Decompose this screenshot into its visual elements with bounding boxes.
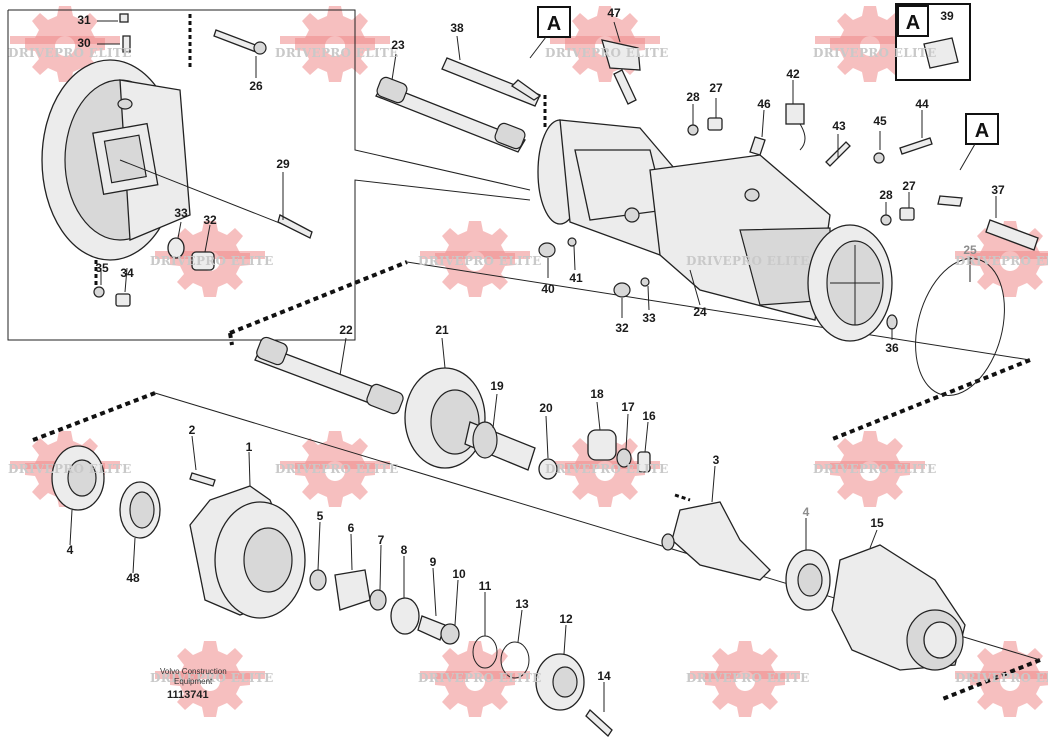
callout-26: 26 <box>249 79 263 93</box>
callout-12: 12 <box>559 612 573 626</box>
callout-14: 14 <box>597 669 611 683</box>
axle-housing <box>537 119 893 342</box>
callout-2: 2 <box>189 423 196 437</box>
callout-20: 20 <box>539 401 553 415</box>
callout-28-top: 28 <box>686 90 700 104</box>
watermark-text: DRIVEPRO ELITE <box>955 671 1048 685</box>
callout-43: 43 <box>832 119 846 133</box>
watermark-text: DRIVEPRO ELITE <box>418 254 542 268</box>
callout-41: 41 <box>569 271 583 285</box>
callout-28-right: 28 <box>879 188 893 202</box>
leader-lines <box>69 20 997 712</box>
watermark-text: DRIVEPRO ELITE <box>813 462 937 476</box>
callout-46: 46 <box>757 97 771 111</box>
watermark-text: DRIVEPRO ELITE <box>8 46 132 60</box>
callout-44: 44 <box>915 97 929 111</box>
callout-18: 18 <box>590 387 604 401</box>
badge-label: A <box>975 120 989 142</box>
callout-22: 22 <box>339 323 353 337</box>
callout-3: 3 <box>713 453 720 467</box>
badge-a-right: A <box>959 113 999 171</box>
watermark-text: DRIVEPRO ELITE <box>418 671 542 685</box>
callout-24: 24 <box>693 305 707 319</box>
credit-line-1: Volvo Construction <box>160 667 227 676</box>
watermark-text: DRIVEPRO ELITE <box>150 671 274 685</box>
callout-38: 38 <box>450 21 464 35</box>
small-inset-parts <box>93 13 313 307</box>
callout-35: 35 <box>95 261 109 275</box>
callout-29: 29 <box>276 157 290 171</box>
credit-block: Volvo Construction Equipment 1113741 <box>160 667 227 701</box>
callout-47: 47 <box>607 6 621 20</box>
callout-7: 7 <box>378 533 385 547</box>
callout-42: 42 <box>786 67 800 81</box>
watermark-text: DRIVEPRO ELITE <box>545 46 669 60</box>
callout-33-inset: 33 <box>174 206 188 220</box>
callout-23: 23 <box>391 38 405 52</box>
watermark-text: DRIVEPRO ELITE <box>275 462 399 476</box>
callout-labels: 31 30 26 29 33 32 35 34 23 38 47 28 27 4… <box>67 6 1005 683</box>
callout-30: 30 <box>77 36 91 50</box>
callout-9: 9 <box>430 555 437 569</box>
section-badges: A A A <box>529 3 999 171</box>
callout-6: 6 <box>348 521 355 535</box>
callout-15: 15 <box>870 516 884 530</box>
callout-27-right: 27 <box>902 179 916 193</box>
watermark-text: DRIVEPRO ELITE <box>150 254 274 268</box>
watermark-text: DRIVEPRO ELITE <box>813 46 937 60</box>
callout-31: 31 <box>77 13 91 27</box>
watermark-text: DRIVEPRO ELITE <box>955 254 1048 268</box>
housing-small-parts <box>538 39 1039 396</box>
callout-8: 8 <box>401 543 408 557</box>
badge-label: A <box>906 12 920 34</box>
callout-11: 11 <box>479 579 492 593</box>
callout-13: 13 <box>515 597 529 611</box>
hub-flange-housing <box>41 59 311 261</box>
badge-a-top-middle: A <box>529 6 571 59</box>
watermark-texts: DRIVEPRO ELITE DRIVEPRO ELITE DRIVEPRO E… <box>8 46 1048 685</box>
watermark-text: DRIVEPRO ELITE <box>8 462 132 476</box>
callout-19: 19 <box>490 379 504 393</box>
callout-25: 25 <box>963 243 977 257</box>
callout-45: 45 <box>873 114 887 128</box>
callout-39: 39 <box>940 9 954 23</box>
badge-a-top-right: A <box>895 3 971 81</box>
callout-48: 48 <box>126 571 140 585</box>
callout-40: 40 <box>541 282 555 296</box>
watermark-text: DRIVEPRO ELITE <box>686 671 810 685</box>
drive-train-middle <box>254 336 651 480</box>
callout-16: 16 <box>642 409 656 423</box>
callout-4-left: 4 <box>67 543 74 557</box>
callout-27-top: 27 <box>709 81 723 95</box>
credit-number: 1113741 <box>167 689 209 701</box>
upper-shafts <box>375 57 542 153</box>
callout-33-housing: 33 <box>642 311 656 325</box>
callout-4-right: 4 <box>803 505 810 519</box>
callout-34: 34 <box>120 266 134 280</box>
callout-1: 1 <box>246 440 253 454</box>
callout-10: 10 <box>452 567 466 581</box>
watermark-text: DRIVEPRO ELITE <box>545 462 669 476</box>
callout-32-inset: 32 <box>203 213 217 227</box>
watermark-text: DRIVEPRO ELITE <box>275 46 399 60</box>
watermark-text: DRIVEPRO ELITE <box>686 254 810 268</box>
callout-5: 5 <box>317 509 324 523</box>
hub-assembly-lower <box>51 445 966 737</box>
callout-17: 17 <box>621 400 635 414</box>
callout-21: 21 <box>435 323 449 337</box>
callout-37: 37 <box>991 183 1005 197</box>
credit-line-2: Equipment <box>174 677 213 686</box>
badge-label: A <box>547 13 561 35</box>
callout-32-housing: 32 <box>615 321 629 335</box>
callout-36: 36 <box>885 341 899 355</box>
